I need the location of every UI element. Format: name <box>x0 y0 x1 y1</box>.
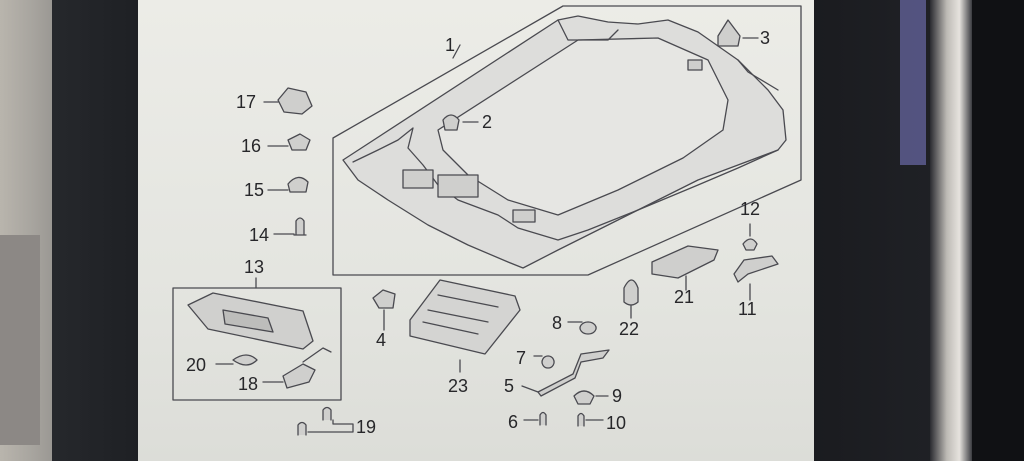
callout-13: 13 <box>244 257 265 277</box>
headliner-slot <box>402 169 434 189</box>
monitor-bezel-left <box>52 0 152 461</box>
callout-17: 17 <box>236 92 257 112</box>
part-8-cap-icon <box>579 321 597 335</box>
callout-5: 5 <box>504 376 515 396</box>
headliner-slot <box>512 209 536 223</box>
callout-15: 15 <box>244 180 265 200</box>
leader-1 <box>452 44 461 59</box>
callout-22: 22 <box>619 319 640 339</box>
adjacent-device-dark <box>972 0 1024 461</box>
part-10-screw-icon <box>577 412 585 427</box>
headliner-frame <box>332 5 802 276</box>
part-7-nut-icon <box>541 355 555 369</box>
part-15-clip-icon <box>287 176 309 193</box>
headliner-slot <box>687 59 703 71</box>
part-22-cover-icon <box>623 279 639 306</box>
monitor-screen: 1 2 3 4 5 6 7 8 9 10 11 12 13 14 15 16 1… <box>138 0 814 461</box>
background-blue-reflection <box>900 0 926 165</box>
callout-8: 8 <box>552 313 563 333</box>
console-detail <box>422 294 499 335</box>
headliner-slot <box>437 174 479 198</box>
part-6-screw-icon <box>539 411 547 426</box>
callout-23: 23 <box>448 376 469 396</box>
leader-5 <box>521 385 539 393</box>
callout-1: 1 <box>445 35 456 55</box>
callout-11: 11 <box>738 299 757 319</box>
part-17-bracket-icon <box>277 87 313 115</box>
background-patch <box>0 235 40 445</box>
part-21-grab-handle-icon <box>651 245 719 279</box>
leader-19 <box>307 419 354 433</box>
part-5-bracket-icon <box>537 349 610 397</box>
callout-10: 10 <box>606 413 627 433</box>
visor-rod <box>302 347 332 363</box>
callout-18: 18 <box>238 374 259 394</box>
callout-14: 14 <box>249 225 270 245</box>
callout-12: 12 <box>740 199 761 219</box>
part-9-clip-icon <box>573 390 595 405</box>
part-2-clip-icon <box>442 114 460 131</box>
callout-9: 9 <box>612 386 623 406</box>
callout-6: 6 <box>508 412 519 432</box>
callout-21: 21 <box>674 287 695 307</box>
headliner-edge-detail <box>557 19 779 91</box>
callout-7: 7 <box>516 348 527 368</box>
visor-mirror <box>222 309 274 333</box>
callout-2: 2 <box>482 112 493 132</box>
part-20-cap-icon <box>232 354 258 366</box>
sun-visor-frame <box>172 287 342 401</box>
part-14-screw-icon <box>293 217 307 236</box>
headliner-lower-ridge <box>352 127 779 241</box>
part-16-clip-icon <box>287 133 311 151</box>
callout-20: 20 <box>186 355 207 375</box>
part-11-bracket-icon <box>733 255 779 283</box>
part-19-clips-icon <box>297 406 332 436</box>
part-4-clip-icon <box>372 289 396 309</box>
callout-16: 16 <box>241 136 262 156</box>
callout-19: 19 <box>356 417 377 437</box>
part-18-holder-icon <box>282 363 316 389</box>
callout-4: 4 <box>376 330 387 350</box>
parts-diagram <box>172 5 802 436</box>
adjacent-device-edge <box>930 0 972 461</box>
part-12-screw-icon <box>742 238 758 251</box>
callout-3: 3 <box>760 28 771 48</box>
part-3-clip-icon <box>717 19 741 47</box>
